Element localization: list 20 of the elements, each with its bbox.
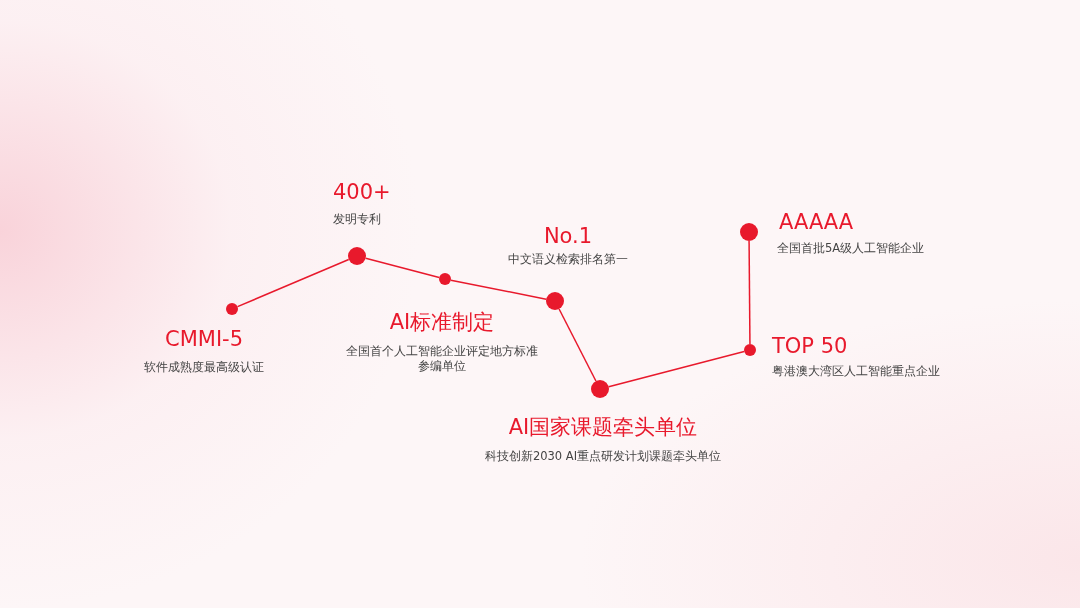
- milestone-heading: AI标准制定: [389, 309, 495, 335]
- milestone-description: 全国首批5A级人工智能企业: [777, 240, 925, 256]
- milestone-heading: CMMI-5: [165, 326, 243, 352]
- connector-line: [748, 240, 751, 345]
- milestone-description: 中文语义检索排名第一: [508, 251, 628, 267]
- milestone-description: 科技创新2030 AI重点研发计划课题牵头单位: [484, 448, 722, 464]
- milestone-heading: TOP 50: [772, 333, 848, 359]
- connector-line: [450, 279, 547, 300]
- milestone-heading: AAAAA: [779, 209, 854, 235]
- connector-line: [607, 350, 745, 388]
- milestone-heading: No.1: [543, 223, 593, 249]
- connector-line: [558, 308, 597, 382]
- milestone-heading: AI国家课题牵头单位: [508, 414, 698, 440]
- connector-line: [236, 258, 350, 308]
- milestone-description: 软件成熟度最高级认证: [144, 359, 264, 375]
- connector-line: [364, 257, 440, 279]
- milestone-heading: 400+: [333, 179, 391, 205]
- milestone-description: 发明专利: [333, 211, 381, 227]
- milestone-description: 全国首个人工智能企业评定地方标准参编单位: [345, 344, 539, 374]
- milestone-description: 粤港澳大湾区人工智能重点企业: [772, 363, 940, 379]
